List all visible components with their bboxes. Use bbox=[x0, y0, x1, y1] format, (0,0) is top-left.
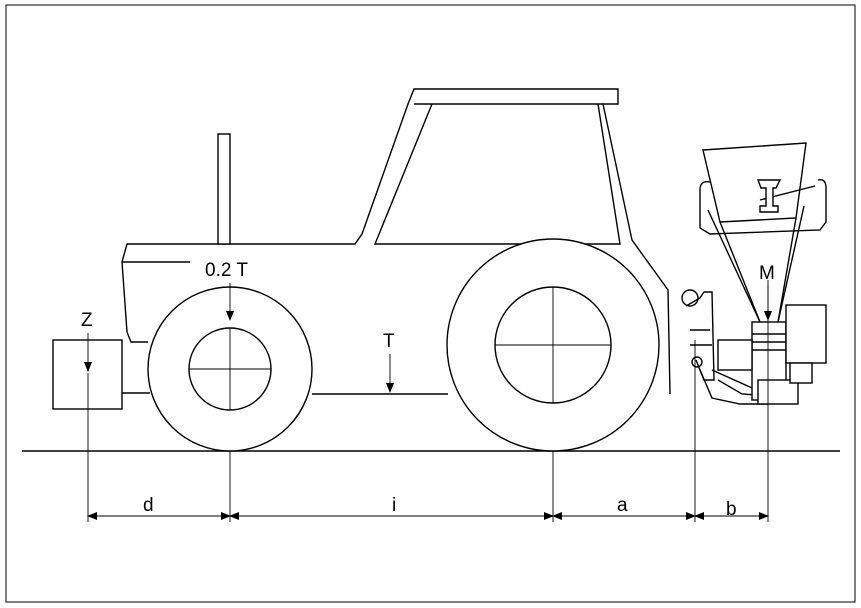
label-implement-mass: M bbox=[759, 263, 775, 284]
label-dimension-b: b bbox=[726, 499, 737, 520]
logo-emblem bbox=[756, 179, 782, 213]
implement-hopper bbox=[699, 142, 827, 405]
label-tractor-weight: T bbox=[383, 331, 395, 352]
tractor-body bbox=[121, 88, 671, 395]
exhaust-stack bbox=[217, 133, 231, 245]
front-ballast-weight bbox=[52, 339, 123, 410]
label-front-ballast: Z bbox=[81, 310, 93, 331]
label-dimension-a: a bbox=[617, 495, 628, 516]
label-dimension-i: i bbox=[392, 495, 396, 516]
label-front-axle-load: 0.2 T bbox=[205, 260, 248, 281]
frame bbox=[5, 4, 856, 603]
rear-wheel bbox=[446, 238, 660, 452]
force-arrows bbox=[84, 283, 772, 393]
label-dimension-d: d bbox=[143, 495, 154, 516]
